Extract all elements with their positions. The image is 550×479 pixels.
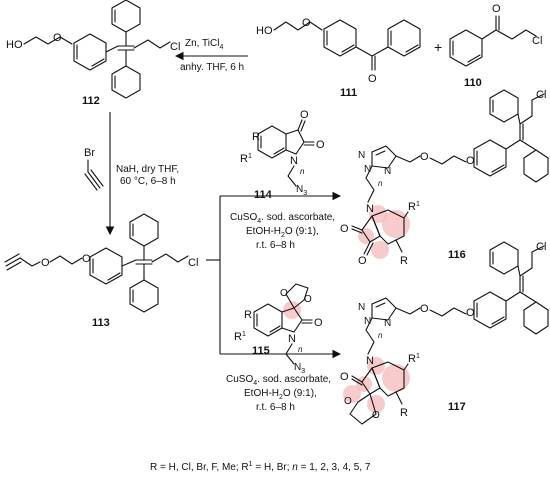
- atom-cl: Cl: [170, 41, 180, 53]
- index-n: n: [378, 331, 383, 340]
- atom-r: R: [244, 309, 252, 321]
- label-116: 116: [448, 249, 466, 261]
- atom-o: O: [41, 257, 50, 269]
- atom-cl: Cl: [532, 35, 542, 47]
- atom-br: Br: [84, 147, 95, 159]
- atom-r1: R1: [234, 331, 246, 343]
- atom-n: N: [366, 355, 374, 367]
- atom-n3: N3: [296, 184, 307, 197]
- atom-n: N: [384, 318, 391, 329]
- atom-o: O: [302, 17, 311, 29]
- atom-o: O: [304, 294, 312, 305]
- atom-o: O: [466, 307, 475, 319]
- compound-114: R R1 O O N n N3 114: [240, 109, 325, 201]
- atom-r1: R1: [408, 201, 420, 213]
- click-a-line2: EtOH-H2O (9:1),: [246, 226, 319, 239]
- index-n: n: [298, 345, 303, 354]
- compound-111: HO O O 111: [256, 17, 421, 99]
- click-b-line2: EtOH-H2O (9:1),: [244, 388, 317, 401]
- atom-o: O: [280, 288, 288, 299]
- propargyl-bromide: Br: [84, 147, 104, 191]
- compound-116: N N N O O Cl n N O: [340, 89, 549, 267]
- atom-r1: R1: [240, 153, 252, 165]
- atom-o: O: [466, 155, 475, 167]
- atom-o: O: [358, 255, 367, 267]
- click-a-line1: CuSO4. sod. ascorbate,: [230, 212, 335, 225]
- atom-o: O: [344, 396, 352, 407]
- step1-reagent: Zn, TiCl4: [185, 38, 223, 51]
- atom-n: N: [364, 316, 371, 327]
- label-115: 115: [252, 345, 270, 357]
- compound-117: N N N O O Cl n N O: [340, 241, 549, 425]
- atom-cl: Cl: [188, 257, 198, 269]
- label-114: 114: [254, 189, 273, 201]
- atom-r: R: [252, 131, 260, 143]
- atom-o: O: [300, 109, 309, 121]
- label-117: 117: [448, 401, 466, 413]
- atom-ho: HO: [6, 39, 23, 51]
- atom-n: N: [290, 155, 298, 167]
- atom-o: O: [53, 32, 62, 44]
- atom-o: O: [314, 317, 323, 329]
- atom-o: O: [368, 73, 377, 85]
- atom-n3: N3: [294, 362, 305, 375]
- atom-n: N: [364, 164, 371, 175]
- click-b-line1: CuSO4. sod. ascorbate,: [226, 374, 331, 387]
- atom-o: O: [420, 151, 429, 163]
- atom-o: O: [82, 253, 91, 265]
- footnote: R = H, Cl, Br, F, Me; R1 = H, Br; n = 1,…: [150, 461, 371, 473]
- atom-o: O: [340, 223, 349, 235]
- atom-ho: HO: [256, 25, 273, 37]
- compound-115: R R1 O O O N n N3 115: [234, 283, 323, 375]
- atom-r1: R1: [408, 353, 420, 365]
- atom-n: N: [384, 166, 391, 177]
- atom-o: O: [372, 410, 380, 421]
- label-113: 113: [92, 317, 110, 329]
- label-112: 112: [82, 95, 100, 107]
- atom-cl: Cl: [536, 89, 546, 101]
- atom-r: R: [400, 407, 408, 419]
- compound-113: O O Cl 113: [4, 213, 198, 329]
- atom-o: O: [316, 139, 325, 151]
- atom-cl: Cl: [536, 241, 546, 253]
- atom-n: N: [358, 150, 365, 161]
- label-110: 110: [464, 77, 482, 89]
- step2-conditions: 60 °C, 6–8 h: [120, 176, 176, 187]
- atom-n: N: [358, 302, 365, 313]
- plus-sign: +: [434, 39, 442, 55]
- step2-reagent: NaH, dry THF,: [116, 164, 179, 175]
- atom-n: N: [366, 203, 374, 215]
- atom-o: O: [340, 371, 349, 383]
- index-n: n: [300, 167, 305, 176]
- atom-o: O: [492, 3, 501, 15]
- compound-112: HO O Cl 112: [6, 0, 180, 107]
- compound-110: O Cl 110: [449, 3, 542, 89]
- atom-o: O: [420, 303, 429, 315]
- step1-solvent: anhy. THF, 6 h: [180, 62, 244, 73]
- label-111: 111: [340, 87, 357, 99]
- atom-r: R: [400, 255, 408, 267]
- click-a-line3: r.t. 6–8 h: [256, 240, 295, 251]
- atom-n: N: [288, 333, 296, 345]
- click-b-line3: r.t. 6–8 h: [256, 402, 295, 413]
- index-n: n: [378, 179, 383, 188]
